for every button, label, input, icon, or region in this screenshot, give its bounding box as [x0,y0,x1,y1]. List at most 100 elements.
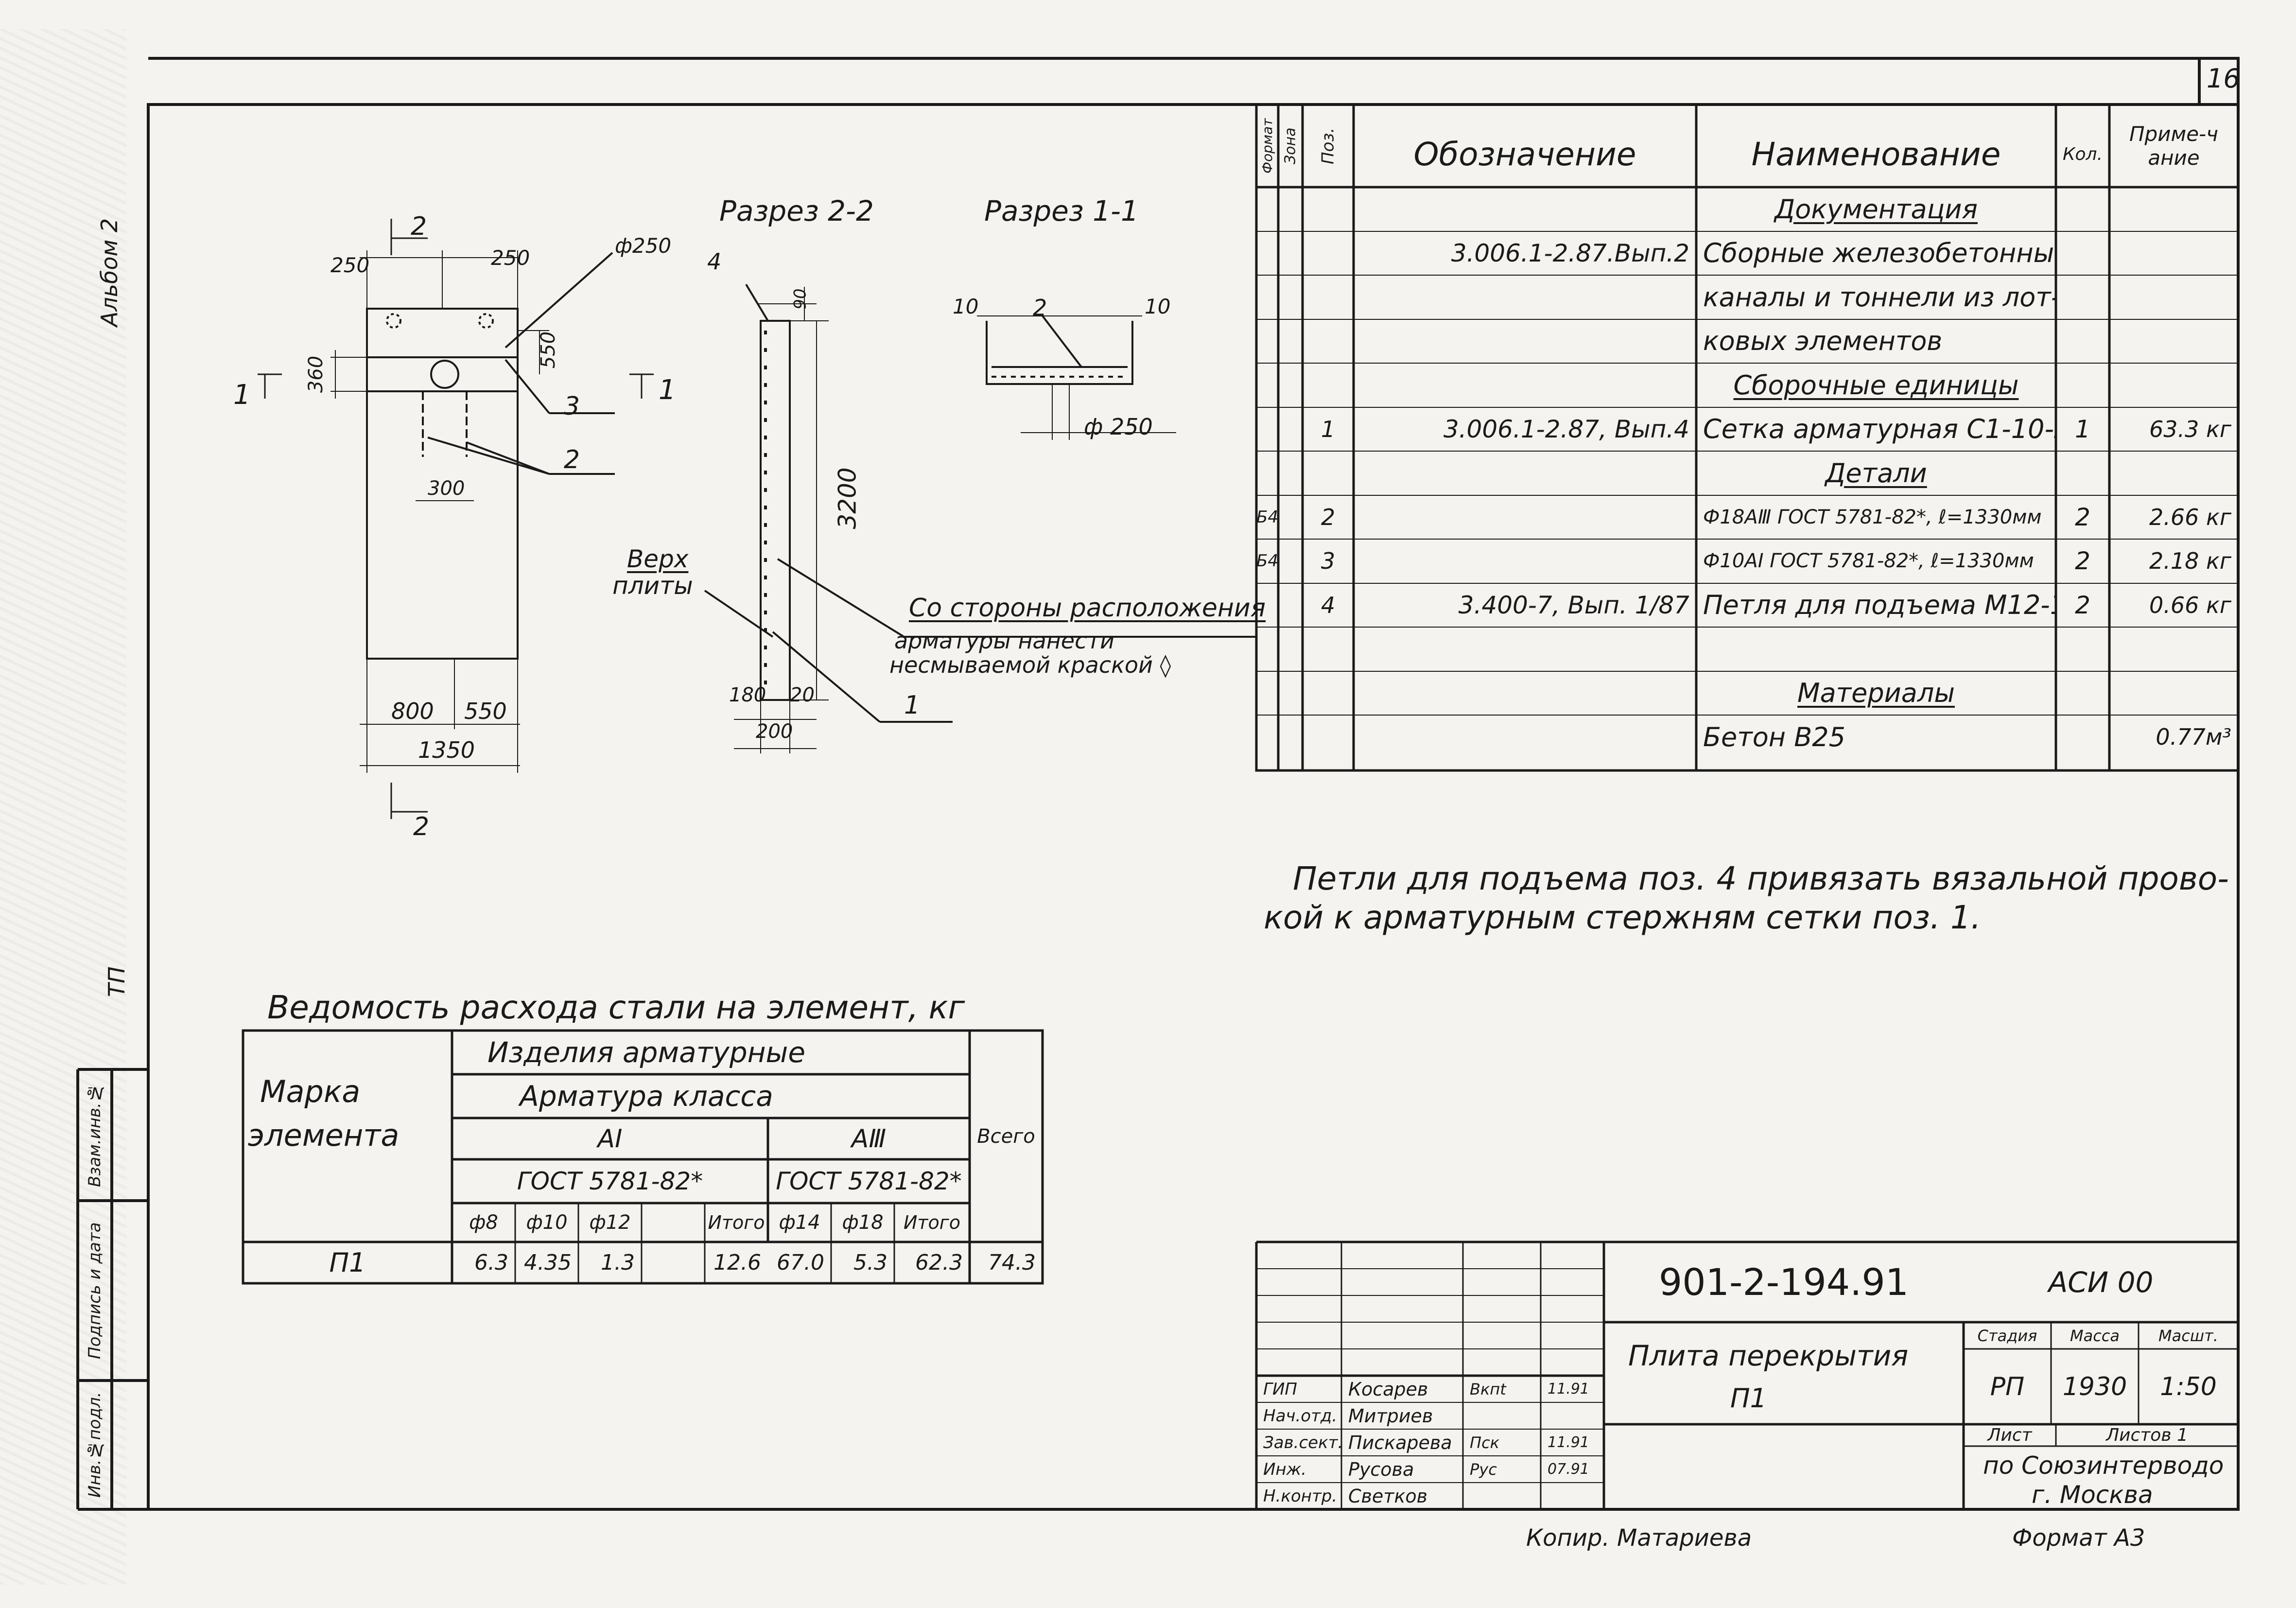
dim-550: 550 [464,698,507,724]
approver-signature [1463,1483,1541,1509]
spec-row-format [1256,583,1278,628]
spec-row-note: 2.18 кг [2149,548,2231,575]
spec-row-note [2109,627,2238,671]
steel-mark-header-2: элемента [248,1118,400,1153]
spec-header-name: Наименование [1751,136,2001,173]
spec-row-format [1256,451,1278,495]
spec-row-designation [1354,715,1696,759]
spec-row-qty [2056,715,2109,759]
spec-row-pos [1303,275,1354,319]
marking-note-2: арматуры нанести [894,628,1115,654]
approver-signature: Пск [1470,1433,1499,1452]
approver-signature: Вкпt [1470,1380,1506,1398]
steel-val-phi10: 4.35 [524,1250,572,1275]
spec-row-designation [1354,627,1696,671]
spec-row-designation [1354,539,1696,583]
spec-row-name: Ф10АⅠ ГОСТ 5781-82*, ℓ=1330мм [1703,550,2034,573]
spec-row-format [1256,671,1278,716]
spec-row-name: Документация [1774,193,1978,225]
spec-row-name [1696,627,2056,671]
organization-1: по Союзинтерводо [1983,1451,2224,1480]
dim-phi250: ф 250 [1084,414,1153,440]
spec-row-pos [1303,231,1354,276]
spec-row-qty [2056,275,2109,319]
spec-row-qty [2056,231,2109,276]
approver-date [1541,1483,1604,1509]
spec-row-designation [1354,671,1696,716]
sheet-label: Лист [1987,1425,2032,1445]
approver-name: Светков [1348,1485,1428,1507]
spec-row-note: 63.3 кг [2149,416,2231,442]
document-code: 901-2-194.91 [1658,1260,1909,1304]
mass-label: Масса [2070,1326,2120,1345]
steel-rebar-class-header: Арматура класса [520,1080,773,1113]
dim-800: 800 [391,698,434,724]
sheet-format: Формат А3 [2012,1524,2145,1552]
spec-header-designation: Обозначение [1413,136,1636,173]
spec-row-designation: 3.400-7, Вып. 1/87 [1458,591,1689,619]
spec-header-zone: Зона [1282,127,1299,164]
steel-table-title: Ведомость расхода стали на элемент, кг [267,989,965,1026]
spec-row-name: Сборочные единицы [1733,369,2019,401]
spec-row-pos [1303,187,1354,231]
spec-row-pos: 4 [1321,592,1336,618]
spec-row-qty [2056,363,2109,407]
approver-role: ГИП [1263,1379,1297,1399]
spec-row-note [2109,451,2238,495]
spec-row-designation: 3.006.1-2.87, Вып.4 [1443,415,1689,443]
spec-row-designation [1354,451,1696,495]
spec-row-designation [1354,187,1696,231]
steel-class-aiii: АⅢ [851,1124,887,1154]
dim-20: 20 [790,684,815,706]
scale-value: 1:50 [2160,1372,2217,1401]
dim-3200: 3200 [833,467,862,529]
spec-row-qty: 1 [2075,415,2090,443]
steel-class-ai: АⅠ [597,1124,623,1154]
spec-row-qty [2056,671,2109,716]
approver-date [1541,1402,1604,1429]
scale-label: Масшт. [2158,1326,2218,1345]
approver-name: Митриев [1348,1405,1433,1427]
steel-col-blank [642,1203,705,1242]
steel-gost-aiii: ГОСТ 5781-82* [776,1167,962,1195]
spec-row-note [2109,319,2238,364]
cut-mark-2-bottom: 2 [413,812,430,841]
spec-row-format [1256,187,1278,231]
steel-mark-header-1: Марка [260,1074,361,1109]
spec-header-note: Приме-чание [2109,107,2238,185]
section-2-2 [704,283,1256,753]
document-set: АСИ 00 [2048,1265,2154,1299]
steel-val-phi8: 6.3 [474,1250,508,1275]
approver-role: Н.контр. [1263,1486,1338,1506]
steel-col-phi18: ф18 [842,1211,884,1234]
element-name-1: Плита перекрытия [1628,1339,1909,1372]
spec-row-qty: 2 [2075,503,2090,531]
approver-date: 11.91 [1548,1381,1589,1398]
approver-name: Косарев [1348,1378,1428,1400]
spec-row-name: Петля для подъема М12-150 [1703,590,2056,621]
steel-col-phi14: ф14 [779,1211,820,1234]
spec-row-format [1256,407,1278,452]
approver-date: 11.91 [1548,1434,1589,1451]
spec-row-name: каналы и тоннели из лот- [1703,281,2056,313]
spec-row-note: 2.66 кг [2149,504,2231,530]
spec-row-pos [1303,627,1354,671]
approver-signature: Рус [1470,1460,1497,1479]
spec-row-note [2109,187,2238,231]
dim-300: 300 [428,477,465,500]
steel-val-blank [642,1242,705,1283]
dim-10-right: 10 [1145,295,1171,318]
spec-row-designation [1354,495,1696,540]
callout-pos-2-section: 2 [1033,295,1047,321]
callout-pos-1: 1 [904,691,921,720]
spec-row-note: 0.77м³ [2156,724,2231,751]
tp-label: ТП [104,966,130,997]
steel-val-phi14: 67.0 [777,1250,824,1275]
stage-value: РП [1990,1372,2025,1401]
callout-pos-3: 3 [564,392,580,421]
callout-pos-2: 2 [564,445,580,474]
label-top-of-slab: Верх [627,545,689,573]
spec-row-designation: 3.006.1-2.87.Вып.2 [1451,239,1689,267]
approver-name: Пискарева [1348,1432,1452,1453]
